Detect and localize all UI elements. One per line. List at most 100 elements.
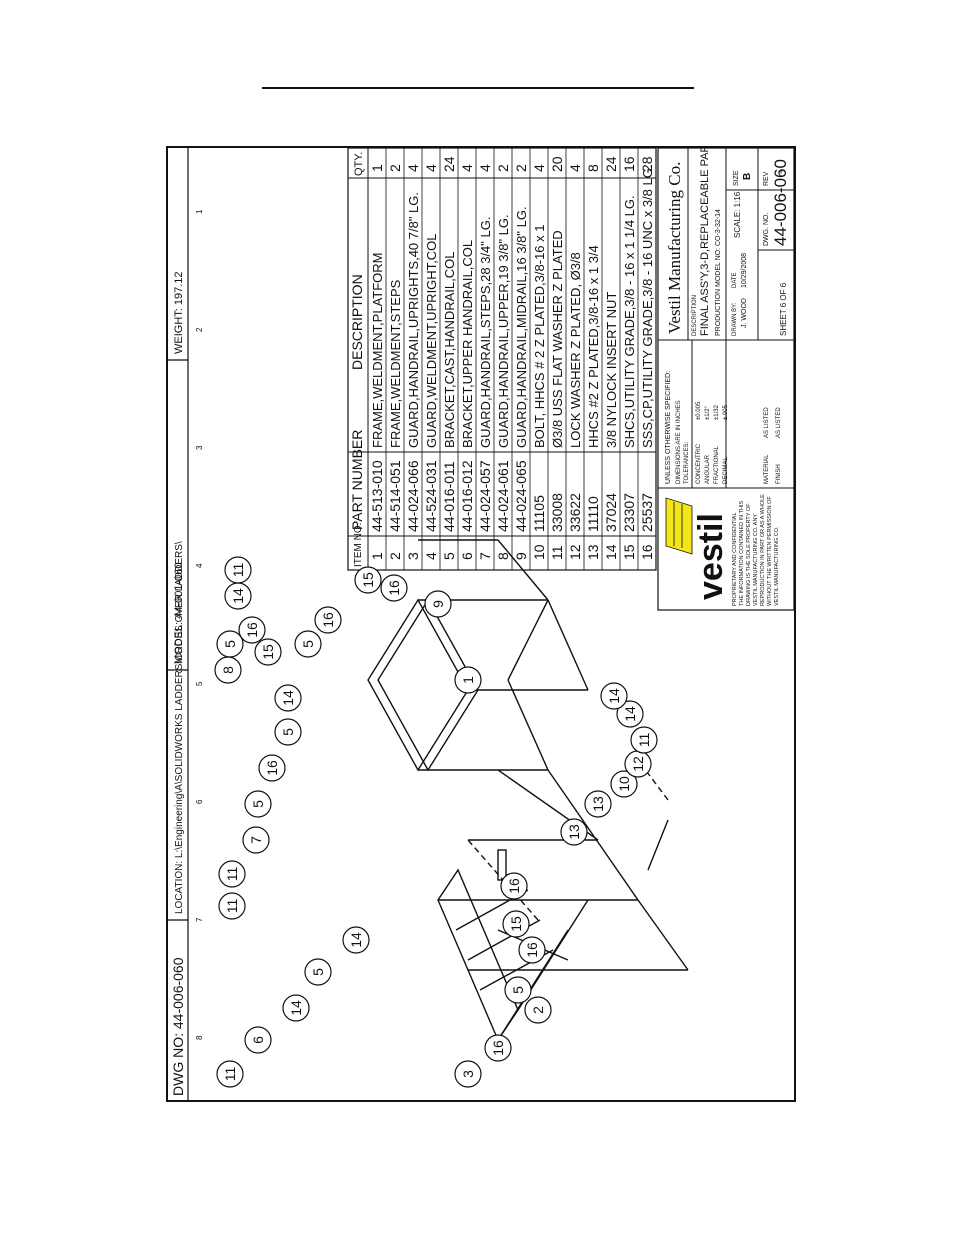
callout-balloon: 12 xyxy=(624,750,652,778)
bom-item: 3 xyxy=(405,552,421,560)
balloon-label: 10 xyxy=(616,776,632,792)
vestil-logo: vestil xyxy=(665,497,730,600)
bom-part: 44-024-066 xyxy=(405,460,421,532)
balloon-label: 14 xyxy=(348,932,364,948)
finish-label: FINISH xyxy=(776,464,782,484)
callout-balloon: 16 xyxy=(258,754,286,782)
balloon-label: 16 xyxy=(320,612,336,628)
logo-text: vestil xyxy=(692,513,730,600)
production-model: PRODUCTION MODEL NO: CO-3-32-14 xyxy=(715,209,722,336)
bom-item: 15 xyxy=(621,544,637,560)
balloon-label: 12 xyxy=(630,756,646,772)
balloon-label: 9 xyxy=(430,600,446,608)
balloon-label: 11 xyxy=(224,867,240,882)
bom-item: 14 xyxy=(603,544,619,560)
balloon-label: 14 xyxy=(606,688,622,704)
bom-part: 11110 xyxy=(585,496,601,532)
drawing-landscape: DWG NO: 44-006-060 LOCATION: L:\Engineer… xyxy=(168,131,795,1100)
bom-item: 6 xyxy=(459,552,475,560)
bom-description: BRACKET,CAST,HANDRAIL,COL xyxy=(442,252,457,449)
balloon-label: 7 xyxy=(248,836,264,844)
bom-part: 44-024-065 xyxy=(513,460,529,532)
bom-description: SSS,CP,UTILITY GRADE,3/8 - 16 UNC x 3/8 … xyxy=(640,165,655,448)
callout-balloon: 11 xyxy=(218,860,246,888)
bom-item: 4 xyxy=(423,552,439,560)
tolerance-label: DECIMAL xyxy=(723,457,729,484)
callout-balloon: 5 xyxy=(504,976,532,1004)
callout-balloon: 5 xyxy=(304,958,332,986)
callout-balloon: 13 xyxy=(560,818,588,846)
tolerances-label: TOLERANCES: xyxy=(684,441,690,484)
bom-qty: 4 xyxy=(477,164,493,172)
header-model: MODEL: 44-001-060 xyxy=(173,563,185,665)
bom-part: 33622 xyxy=(567,493,583,532)
zone-column-label: 4 xyxy=(195,563,204,568)
tolerance-value: ±1/32 xyxy=(714,404,720,420)
drawn-by-label: DRAWN BY: xyxy=(732,302,738,336)
bom-description: LOCK WASHER Z PLATED, Ø3/8 xyxy=(568,252,583,448)
balloon-label: 16 xyxy=(524,942,540,958)
balloon-label: 2 xyxy=(530,1006,546,1014)
balloon-label: 11 xyxy=(230,563,246,578)
tolerance-value: ±0.005 xyxy=(696,401,702,420)
callout-balloon: 15 xyxy=(254,638,282,666)
bom-header-description: DESCRIPTION xyxy=(349,274,365,370)
rev-value: - xyxy=(775,170,787,174)
bom-qty: 16 xyxy=(621,156,637,172)
balloon-label: 15 xyxy=(508,916,524,932)
balloon-label: 16 xyxy=(264,760,280,776)
bom-item: 2 xyxy=(387,552,403,560)
callout-balloon: 11 xyxy=(218,892,246,920)
bom-item: 10 xyxy=(531,544,547,560)
bom-item: 11 xyxy=(549,545,565,560)
balloon-label: 1 xyxy=(460,676,476,684)
bom-description: BRACKET,UPPER HANDRAIL,COL xyxy=(460,240,475,448)
zone-column-label: 7 xyxy=(195,917,204,922)
bom-description: GUARD,HANDRAIL,STEPS,28 3/4" LG. xyxy=(478,217,493,448)
material-label: MATERIAL xyxy=(764,454,770,484)
bom-qty: 2 xyxy=(495,164,511,172)
drawing-svg: DWG NO: 44-006-060 LOCATION: L:\Engineer… xyxy=(168,131,795,1100)
callout-balloon: 14 xyxy=(274,684,302,712)
bom-qty: 20 xyxy=(549,156,565,172)
callout-balloon: 2 xyxy=(524,996,552,1024)
zone-column-label: 2 xyxy=(195,327,204,332)
handrail xyxy=(547,769,639,901)
size-value: B xyxy=(742,173,753,180)
zone-column-label: 5 xyxy=(195,681,204,686)
bom-qty: 4 xyxy=(567,164,583,172)
description-label: DESCRIPTION xyxy=(692,295,698,336)
drawn-by-value: J. WOOD xyxy=(741,298,748,328)
callout-balloon: 16 xyxy=(500,872,528,900)
bom-description: GUARD,WELDMENT,UPRIGHT,COL xyxy=(424,233,439,448)
balloon-label: 15 xyxy=(260,644,276,660)
callout-balloon: 5 xyxy=(244,790,272,818)
bom-header-part: PART NUMBER xyxy=(349,430,365,530)
balloon-label: 14 xyxy=(280,690,296,706)
bom-header-item: ITEM NO. xyxy=(353,523,364,567)
balloon-label: 13 xyxy=(566,824,582,840)
callout-balloon: 16 xyxy=(314,606,342,634)
balloon-label: 16 xyxy=(506,878,522,894)
zone-column-label: 3 xyxy=(195,445,204,450)
tolerance-rows: CONCENTRIC±0.005ANGULAR±1/2°FRACTIONAL±1… xyxy=(696,401,729,484)
callout-balloons: 1161451411117516514316251615161313101211… xyxy=(214,556,658,1088)
callout-balloon: 16 xyxy=(238,616,266,644)
tolerance-label: ANGULAR xyxy=(705,454,711,484)
zone-column-label: 1 xyxy=(195,209,204,214)
bom-item: 5 xyxy=(441,552,457,560)
proprietary-note: PROPRIETARY AND CONFIDENTIAL THE INFORMA… xyxy=(732,493,780,606)
date-label: DATE xyxy=(732,272,738,288)
callout-balloon: 14 xyxy=(616,700,644,728)
bom-qty: 4 xyxy=(531,164,547,172)
bom-description: BOLT, HHCS # 2 Z PLATED,3/8-16 x 1 xyxy=(532,225,547,449)
